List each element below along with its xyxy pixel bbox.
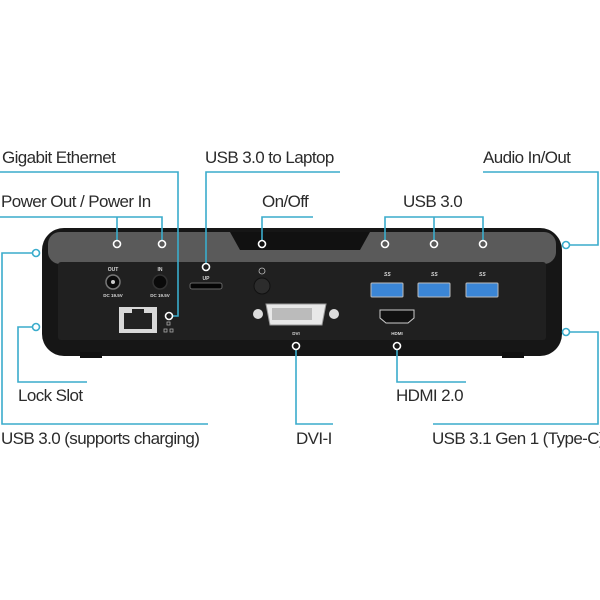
label-gigabit-ethernet: Gigabit Ethernet: [2, 148, 116, 167]
label-power: Power Out / Power In: [1, 192, 151, 211]
dc-out-marking: DC 19.5V: [103, 293, 123, 298]
docking-station: OUT IN DC 19.5V DC 19.5V UP SS SS SS: [42, 228, 562, 358]
power-icon: [258, 267, 266, 275]
dvi-marking: DVI: [292, 331, 300, 336]
usb-a-ports: SS SS SS: [370, 272, 499, 298]
power-in-port: [152, 274, 168, 290]
label-dvi-i: DVI-I: [296, 429, 332, 448]
callout-dots: [31, 239, 571, 351]
label-usb-to-laptop: USB 3.0 to Laptop: [205, 148, 334, 167]
up-marking: UP: [203, 276, 211, 282]
hdmi-marking: HDMI: [391, 331, 403, 336]
ss-logo: SS: [384, 272, 391, 278]
in-marking: IN: [158, 267, 163, 273]
usb-upstream-port: [189, 282, 223, 290]
label-usb-charging: USB 3.0 (supports charging): [1, 429, 200, 448]
label-on-off: On/Off: [262, 192, 309, 211]
label-audio: Audio In/Out: [483, 148, 571, 167]
label-usb30: USB 3.0: [403, 192, 463, 211]
ss-logo: SS: [479, 272, 486, 278]
dc-in-marking: DC 19.5V: [150, 293, 170, 298]
dvi-port: [253, 303, 339, 326]
label-hdmi20: HDMI 2.0: [396, 386, 464, 405]
hdmi-port: [379, 309, 415, 324]
leader-lines: [0, 171, 599, 425]
network-icon: [163, 321, 174, 333]
ss-logo: SS: [431, 272, 438, 278]
power-button: [253, 277, 271, 295]
out-marking: OUT: [108, 267, 119, 273]
label-lock-slot: Lock Slot: [18, 386, 83, 405]
front-panel: [58, 262, 546, 340]
label-usb31: USB 3.1 Gen 1 (Type-C): [432, 429, 600, 448]
